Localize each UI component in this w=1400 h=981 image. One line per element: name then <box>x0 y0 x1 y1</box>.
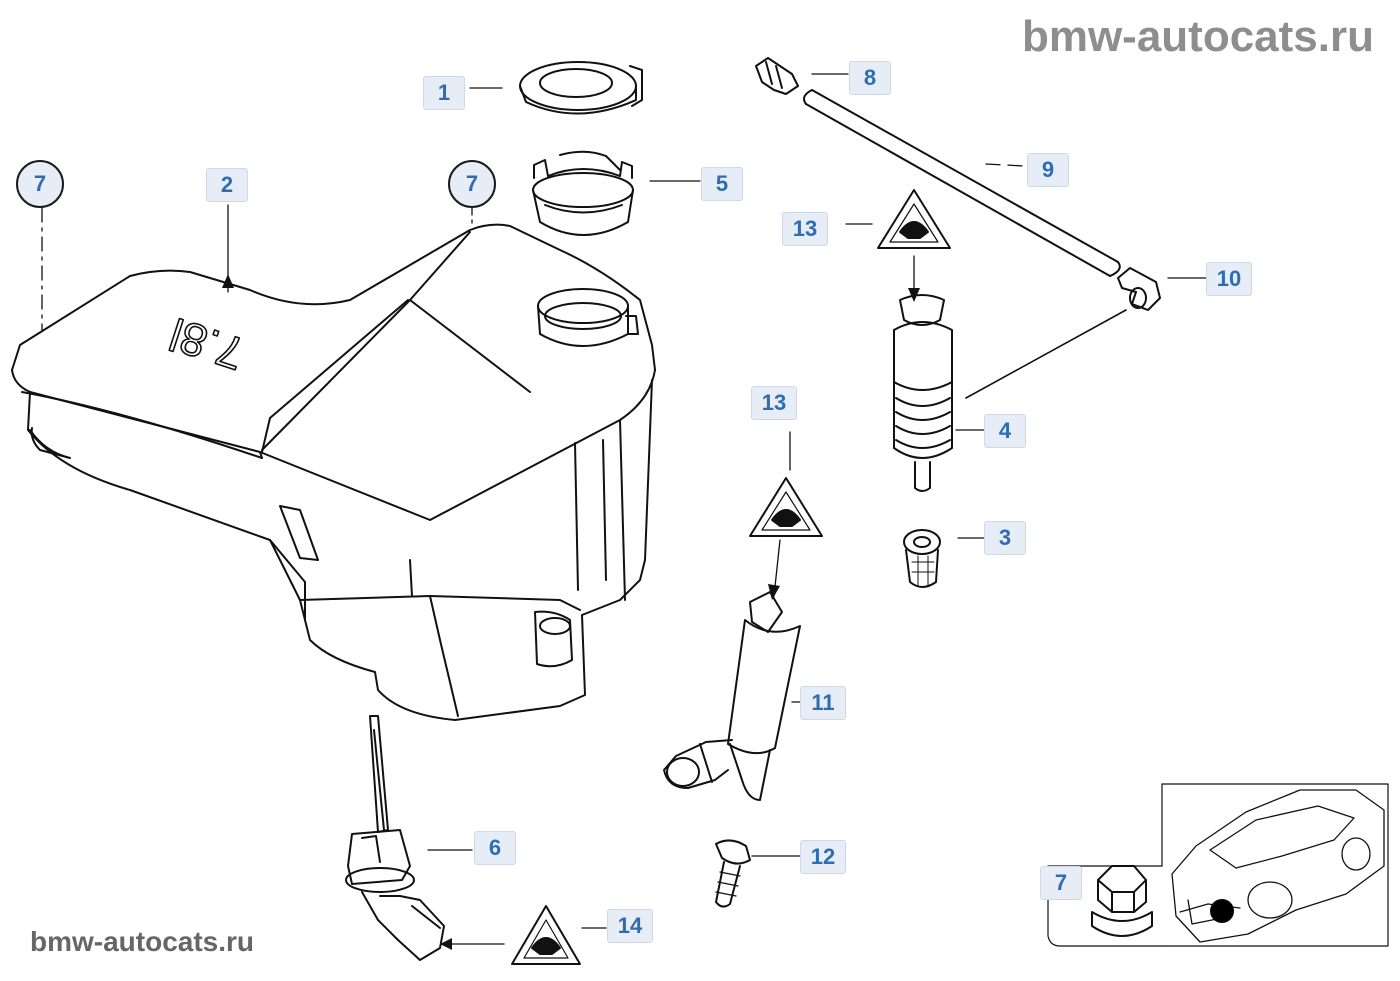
callout-8[interactable]: 8 <box>849 61 891 95</box>
leader-lines <box>41 73 1207 945</box>
callout-3[interactable]: 3 <box>984 521 1026 555</box>
callout-11[interactable]: 11 <box>800 686 846 720</box>
filler-neck <box>532 150 634 236</box>
callout-4[interactable]: 4 <box>984 414 1026 448</box>
callout-7-left[interactable]: 7 <box>16 160 64 208</box>
warning-triangle-icon <box>511 905 581 965</box>
callout-6[interactable]: 6 <box>474 831 516 865</box>
arrowheads <box>222 274 920 950</box>
mounting-screw <box>715 839 751 908</box>
pump-strainer <box>903 529 941 588</box>
tank-capacity-label: 7.8l <box>164 308 251 380</box>
reservoir-cap <box>519 61 643 115</box>
inset-frame <box>1047 783 1389 947</box>
callout-12[interactable]: 12 <box>800 840 846 874</box>
watermark-top: bmw-autocats.ru <box>1021 12 1374 61</box>
callout-2[interactable]: 2 <box>206 168 248 202</box>
callout-7-inset[interactable]: 7 <box>1040 866 1082 900</box>
warning-triangle-icon <box>877 189 951 249</box>
warning-triangle-icon <box>749 477 823 537</box>
callout-14[interactable]: 14 <box>607 909 653 943</box>
callout-10[interactable]: 10 <box>1206 262 1252 296</box>
hex-nut <box>1091 865 1153 937</box>
washer-hose <box>803 89 1121 277</box>
watermark-bottom: bmw-autocats.ru <box>30 926 255 957</box>
callout-7-center[interactable]: 7 <box>448 160 496 208</box>
washer-fluid-reservoir: 7.8l <box>11 223 656 721</box>
callout-9[interactable]: 9 <box>1027 153 1069 187</box>
hose-elbow <box>1117 267 1161 311</box>
hose-connector <box>755 57 799 95</box>
callout-5[interactable]: 5 <box>701 167 743 201</box>
washer-pump <box>893 294 1127 492</box>
part-location-dot <box>1210 899 1234 923</box>
car-location-icon <box>1171 789 1385 943</box>
callout-13-lower[interactable]: 13 <box>751 386 797 420</box>
callout-13-upper[interactable]: 13 <box>782 212 828 246</box>
callout-1[interactable]: 1 <box>423 76 465 110</box>
headlight-washer-pump <box>663 591 801 801</box>
level-sensor <box>345 715 445 961</box>
